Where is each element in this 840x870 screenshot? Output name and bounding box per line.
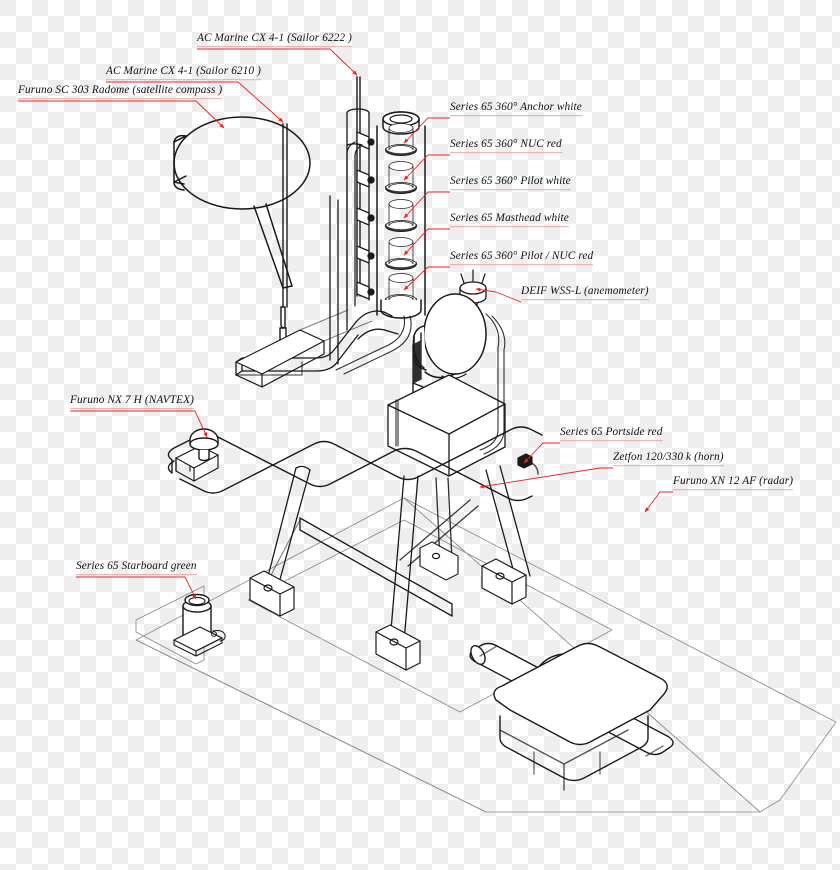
label-series-65-starboard-green: Series 65 Starboard green: [76, 561, 197, 575]
starboard-green-light: [173, 593, 226, 657]
leader-zetfon-horn: [479, 467, 613, 489]
lantern-masthead-white: [385, 237, 417, 270]
upper-platform-deck: [235, 309, 373, 388]
label-series-65-pilot-nuc-red: Series 65 360° Pilot / NUC red: [450, 251, 594, 265]
navtex-dome: [189, 428, 219, 462]
mast-legs: [261, 465, 531, 643]
leader-lines: [18, 48, 673, 600]
label-furuno-nx-7h-navtex: Furuno NX 7 H (NAVTEX): [70, 395, 195, 409]
label-ac-marine-6210: AC Marine CX 4-1 (Sailor 6210 ): [106, 66, 261, 80]
label-series-65-anchor-white: Series 65 360° Anchor white: [450, 102, 582, 116]
label-ac-marine-6222: AC Marine CX 4-1 (Sailor 6222 ): [197, 33, 352, 47]
leader-deif-wss-l-anemometer: [475, 287, 522, 303]
mast-base-plate: [247, 519, 613, 713]
lantern-anchor-white: [385, 123, 417, 156]
leader-series-65-pilot-white: [403, 191, 450, 219]
cable-runs: [335, 313, 506, 455]
lantern-mount-brackets: [356, 131, 375, 300]
radar-base: [493, 642, 668, 791]
label-zetfon-horn: Zetfon 120/330 k (horn): [613, 452, 724, 466]
label-furuno-xn-12-af-radar: Furuno XN 12 AF (radar): [673, 476, 794, 490]
leader-series-65-pilot-nuc-red: [403, 266, 450, 291]
rail-deck-plate: [175, 445, 219, 482]
leader-series-65-masthead-white: [403, 228, 450, 256]
leader-furuno-xn-12-af-radar: [644, 491, 673, 513]
lantern-nuc-red: [385, 161, 417, 194]
rod-antenna-6222: [356, 76, 361, 297]
leader-ac-marine-6222: [197, 48, 358, 76]
lantern-stack: [346, 111, 426, 319]
portside-light: [517, 453, 533, 469]
label-series-65-pilot-white: Series 65 360° Pilot white: [450, 176, 571, 190]
radome-satellite-compass: [173, 116, 311, 289]
whip-antenna-6210: [278, 123, 288, 357]
equipment-box: [387, 374, 506, 477]
label-series-65-portside-red: Series 65 Portside red: [560, 427, 663, 441]
leader-furuno-sc-303-radome: [18, 100, 225, 129]
leader-series-65-anchor-white: [403, 117, 450, 144]
leg-foot-brackets: [249, 541, 527, 671]
leader-series-65-nuc-red: [403, 154, 450, 181]
label-deif-wss-l-anemometer: DEIF WSS-L (anemometer): [521, 286, 649, 300]
label-furuno-sc-303-radome: Furuno SC 303 Radome (satellite compass …: [18, 85, 223, 99]
label-series-65-nuc-red: Series 65 360° NUC red: [450, 139, 562, 153]
leader-series-65-portside-red: [523, 442, 560, 464]
leader-ac-marine-6210: [106, 81, 284, 123]
leader-furuno-nx-7h-navtex: [70, 410, 208, 438]
leader-series-65-starboard-green: [76, 576, 197, 600]
lantern-pilot-white: [385, 199, 417, 232]
label-series-65-masthead-white: Series 65 Masthead white: [450, 213, 569, 227]
